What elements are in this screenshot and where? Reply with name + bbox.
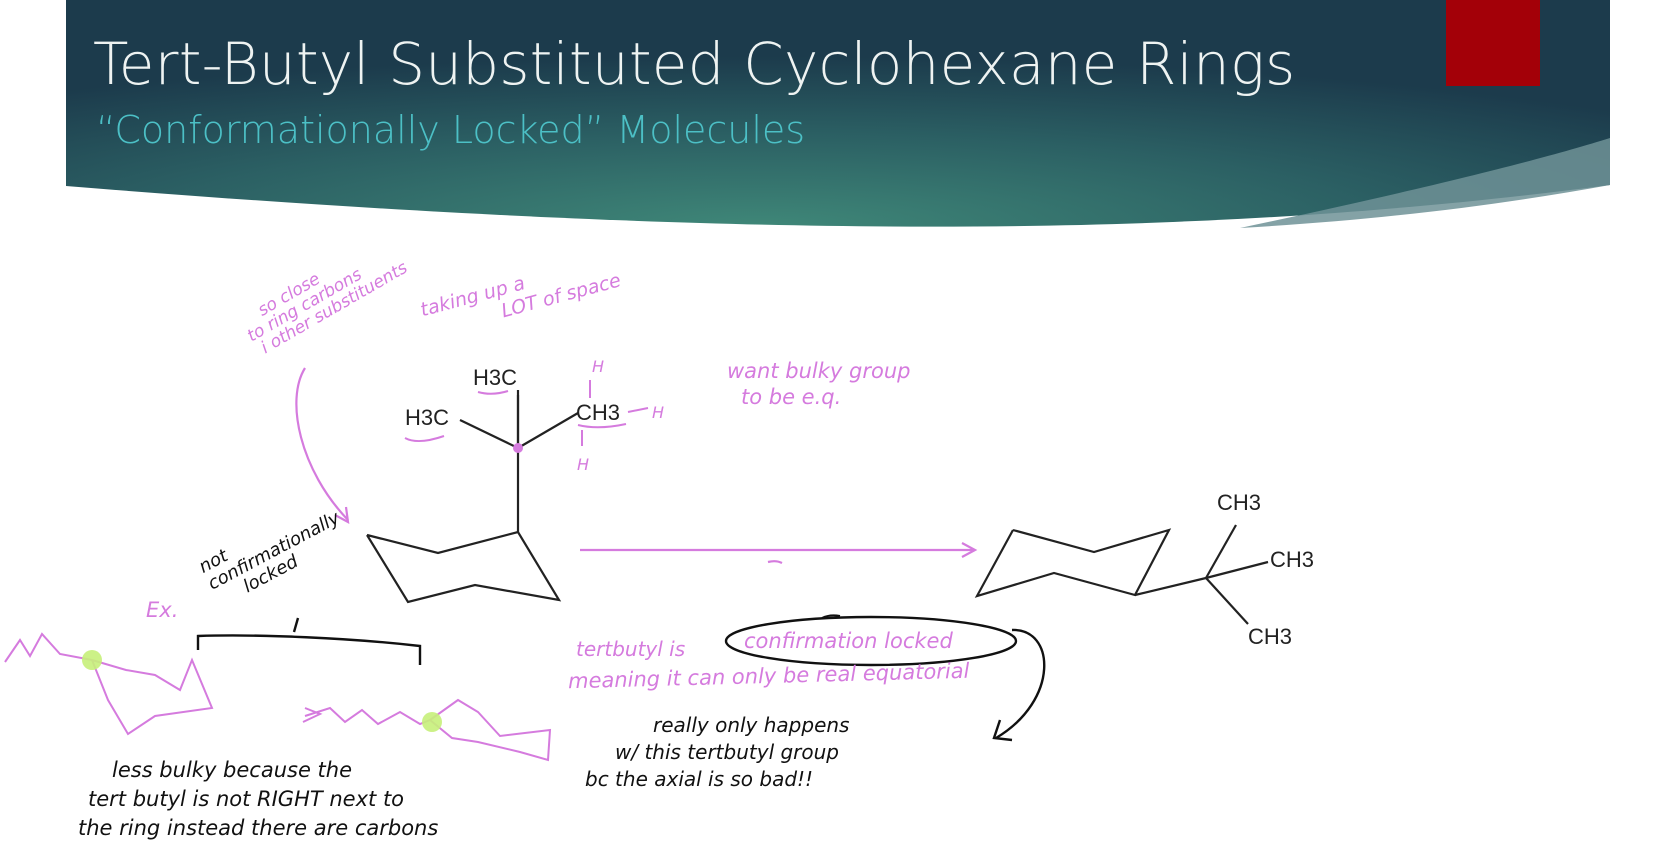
pointer-arrowhead — [334, 506, 350, 524]
h-top-label: H — [592, 357, 604, 376]
ch3-bottom-label: CH3 — [1248, 624, 1292, 649]
oval-tail-arrowhead — [992, 719, 1013, 742]
accent-block — [1446, 0, 1540, 86]
highlight-dot-right — [422, 712, 442, 732]
oval-tick — [821, 614, 841, 619]
methyl-underlines — [404, 390, 627, 442]
note-confirmation-locked: confirmation locked — [744, 629, 953, 653]
pointer-arrow — [295, 367, 349, 521]
sketch-chair-right — [302, 698, 552, 762]
slide-title: Tert-Butyl Substituted Cyclohexane Rings — [93, 30, 1296, 98]
note-ex: Ex. — [146, 598, 179, 622]
ch3-top-label: CH3 — [1217, 490, 1261, 515]
highlight-dot-left — [82, 650, 102, 670]
ch3-mid-label: CH3 — [1270, 547, 1314, 572]
h-right-label: H — [652, 403, 664, 422]
note-really-only: really only happens w/ this tertbutyl gr… — [585, 713, 850, 791]
methyl-left-label: H3C — [405, 405, 449, 430]
right-cyclohexane-chair — [974, 524, 1269, 625]
oval-tail-arrow — [995, 628, 1046, 740]
methyl-top-label: H3C — [473, 365, 517, 390]
confirmation-oval — [724, 615, 1018, 667]
left-cyclohexane-chair — [366, 390, 579, 604]
slide-subtitle: “Conformationally Locked” Molecules — [96, 108, 806, 152]
quaternary-carbon-dot — [513, 443, 523, 453]
h-bottom-label: H — [577, 455, 589, 474]
example-bracket — [196, 617, 422, 665]
note-want-bulky: want bulky group to be e.q. — [727, 359, 911, 409]
equilibrium-arrow — [580, 542, 978, 565]
note-less-bulky: less bulky because the tert butyl is not… — [78, 758, 439, 840]
header-banner — [66, 0, 1610, 228]
hydrogen-marks — [581, 380, 649, 446]
sketch-chair-left — [4, 632, 214, 736]
methyl-right-label: CH3 — [576, 400, 620, 425]
note-tertbutyl-is: tertbutyl is — [576, 637, 686, 661]
